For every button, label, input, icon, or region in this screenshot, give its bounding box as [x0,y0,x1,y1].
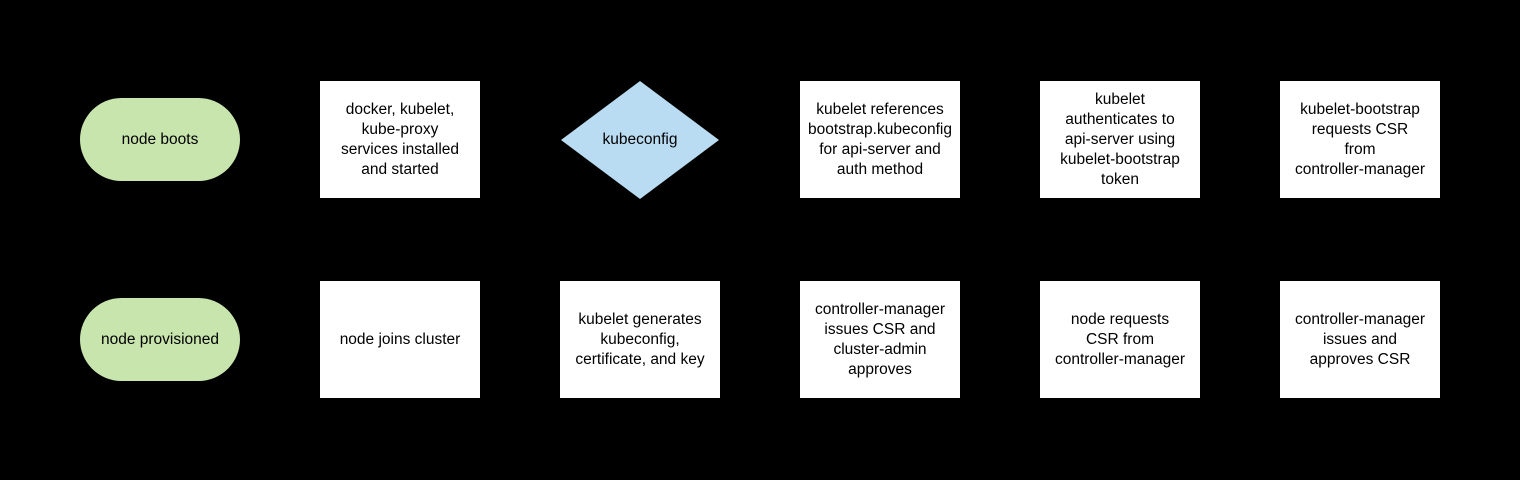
kubelet-authenticates-shape: kubelet authenticates to api-server usin… [1040,81,1200,198]
services-installed-shape: docker, kubelet, kube-proxy services ins… [320,81,480,198]
bootstrap-requests-csr-shape: kubelet-bootstrap requests CSR from cont… [1280,81,1440,198]
kubelet-references-label: kubelet references bootstrap.kubeconfig … [808,100,952,178]
cm-issues-and-approves-csr-label: controller-manager issues and approves C… [1294,310,1426,368]
kubelet-generates-shape: kubelet generates kubeconfig, certificat… [560,281,720,398]
node-joins-cluster-label: node joins cluster [339,330,461,348]
kubeconfig-decision-label: kubeconfig [602,131,678,148]
diamond-icon [561,81,719,199]
node-boots-label: node boots [121,130,199,148]
node-requests-csr-shape: node requests CSR from controller-manage… [1040,281,1200,398]
node-boots-shape: node boots [80,98,240,181]
cm-issues-csr-admin-approves-label: controller-manager issues CSR and cluste… [814,300,946,378]
node-joins-cluster-shape: node joins cluster [320,281,480,398]
node-provisioned-shape: node provisioned [80,298,240,381]
kubelet-generates-label: kubelet generates kubeconfig, certificat… [575,310,705,368]
node-requests-csr-label: node requests CSR from controller-manage… [1054,310,1186,368]
diamond-fill-shape [561,81,719,199]
kubeconfig-decision-shape: kubeconfig [560,81,720,199]
kubelet-authenticates-label: kubelet authenticates to api-server usin… [1060,90,1180,188]
cm-issues-and-approves-csr-shape: controller-manager issues and approves C… [1280,281,1440,398]
node-provisioned-label: node provisioned [100,330,220,348]
services-installed-label: docker, kubelet, kube-proxy services ins… [340,100,460,178]
cm-issues-csr-admin-approves-shape: controller-manager issues CSR and cluste… [800,281,960,398]
bootstrap-requests-csr-label: kubelet-bootstrap requests CSR from cont… [1294,100,1426,178]
kubelet-references-shape: kubelet references bootstrap.kubeconfig … [800,81,960,198]
